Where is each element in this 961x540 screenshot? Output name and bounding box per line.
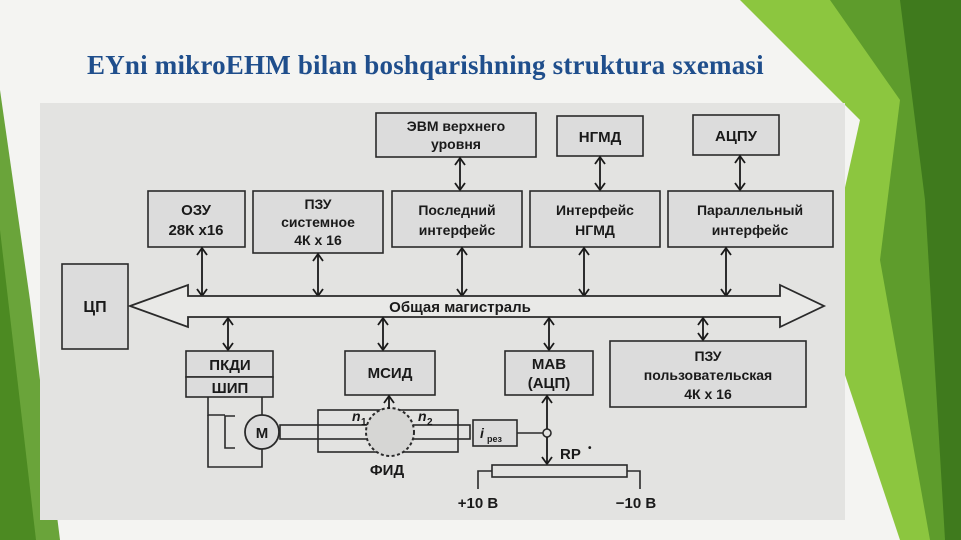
rp-label: RP [560,446,581,463]
acpu-box: АЦПУ [692,114,780,156]
ngmd-label: НГМД [579,129,622,146]
pzu-user-line3: 4К x 16 [684,386,732,402]
cpu-box: ЦП [61,263,129,350]
pzu-user-line1: ПЗУ [694,348,721,364]
evm-label-line1: ЭВМ верхнего [407,118,505,134]
ship-box: ШИП [185,376,274,398]
msid-box: МСИД [344,350,436,396]
structure-diagram: ЭВМ верхнего уровня НГМД АЦПУ ОЗУ 28К x1… [40,103,845,520]
mav-adc-box: МАВ (АЦП) [504,350,594,396]
pzu-system-line1: ПЗУ [304,196,331,212]
common-bus: Общая магистраль [127,283,827,329]
n2-symbol: n [418,408,427,424]
ship-label: ШИП [212,380,249,397]
ozu-box: ОЗУ 28К x16 [147,190,246,248]
plus10v-label: +10 В [458,495,499,512]
pzu-system-box: ПЗУ системное 4К x 16 [252,190,384,254]
bus-label: Общая магистраль [389,299,531,316]
mav-label-line2: (АЦП) [528,375,571,392]
motor-label: M [256,425,269,442]
pzu-system-line2: системное [281,214,355,230]
n2-subscript: 2 [427,417,433,428]
slide-title: EYni mikroEHM bilan boshqarishning struk… [87,50,764,80]
parallel-interface-line2: интерфейс [712,222,789,238]
serial-interface-line1: Последний [418,202,495,218]
ngmd-interface-line2: НГМД [575,222,615,238]
junction-node [542,428,552,438]
acpu-label: АЦПУ [715,128,758,145]
mav-label-line1: МАВ [532,356,566,373]
motor-icon [244,414,280,450]
potentiometer-section: RP • +10 В −10 В [458,443,657,512]
encoder-disk-icon [365,407,415,457]
serial-interface-box: Последний интерфейс [391,190,523,248]
cpu-label: ЦП [83,299,106,316]
msid-label: МСИД [368,365,413,382]
parallel-interface-box: Параллельный интерфейс [667,190,834,248]
ngmd-interface-line1: Интерфейс [556,202,634,218]
ngmd-interface-box: Интерфейс НГМД [529,190,661,248]
minus10v-label: −10 В [616,495,657,512]
top-connectors [454,154,746,192]
ozu-label-line1: ОЗУ [181,202,211,219]
n1-symbol: n [352,408,361,424]
ozu-label-line2: 28К x16 [168,222,223,239]
lower-bus-connectors [222,316,709,352]
evm-label-line2: уровня [431,136,481,152]
potentiometer-rp [491,464,628,478]
ngmd-box: НГМД [556,115,644,157]
i-res-subscript: рез [487,434,503,444]
pzu-user-line2: пользовательская [644,367,772,383]
n1-subscript: 1 [361,417,367,428]
i-res-symbol: i [480,425,485,441]
parallel-interface-line1: Параллельный [697,202,803,218]
drive-section: M n 1 n 2 ФИД i рез [207,394,553,479]
rp-mark: • [588,443,592,454]
evm-upper-level-box: ЭВМ верхнего уровня [375,112,537,158]
left-green-shape-dark [0,230,36,540]
pkdi-label: ПКДИ [209,357,250,374]
pzu-user-box: ПЗУ пользовательская 4К x 16 [609,340,807,408]
pzu-system-line3: 4К x 16 [294,232,342,248]
serial-interface-line2: интерфейс [419,222,496,238]
fid-label: ФИД [370,462,405,479]
pkdi-box: ПКДИ [185,350,274,378]
right-green-shape-dark [900,0,961,540]
